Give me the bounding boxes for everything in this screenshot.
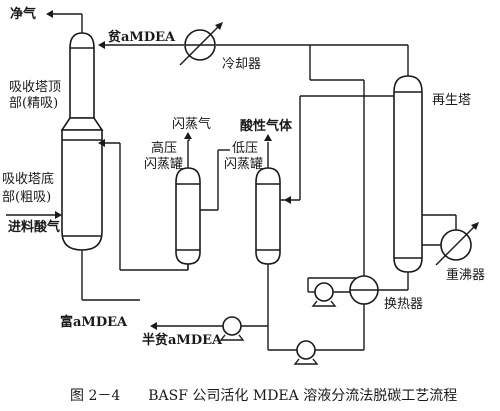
regen-bottom-line [378, 272, 409, 291]
cooler-label: 冷却器 [222, 57, 261, 72]
semi-lean-mdea-label: 半贫aMDEA [142, 332, 223, 348]
feed-gas-line [6, 211, 62, 219]
absorber-top-label: 吸收塔顶 [9, 80, 61, 95]
acid-gas-label: 酸性气体 [240, 118, 293, 134]
lp-flash-label-2: 闪蒸罐 [224, 157, 263, 172]
lean-mdea-line [98, 41, 409, 78]
rich-mdea-label: 富aMDEA [60, 314, 128, 330]
pump-lean [307, 277, 356, 307]
rich-mdea-line [81, 262, 140, 301]
hp-flash-label: 高压 [151, 140, 177, 156]
flash-vapor-line [184, 132, 192, 168]
cooler [179, 22, 223, 66]
acid-gas-line [264, 134, 272, 168]
pump-semi-lean [150, 272, 269, 341]
clean-gas-line [46, 10, 83, 33]
clean-gas-label: 净气 [10, 6, 36, 22]
figure-caption: 图 2－4 BASF 公司活化 MDEA 溶液分流法脱碳工艺流程 [70, 388, 457, 404]
reboiler-label: 重沸器 [446, 267, 485, 283]
reboiler [422, 214, 479, 266]
flash-vapor-label: 闪蒸气 [172, 116, 211, 132]
lean-return-line [309, 45, 365, 276]
absorber-bottom-label: 吸收塔底 [2, 171, 54, 187]
regen-overhead-line [280, 95, 394, 204]
lp-flash-drum [255, 167, 281, 265]
hp-flash-label-2: 闪蒸罐 [144, 157, 183, 172]
feed-gas-label: 进料酸气 [8, 219, 60, 235]
regenerator-label: 再生塔 [432, 93, 471, 108]
absorber-bottom-label-2: 部(粗吸) [2, 190, 51, 205]
hp-flash-drum [175, 167, 201, 265]
regenerator-column [393, 75, 423, 273]
absorber-top-label-2: 部(精吸) [9, 96, 58, 111]
heat-exchanger-label: 换热器 [384, 297, 423, 312]
lp-flash-label: 低压 [232, 141, 258, 156]
heat-exchanger [349, 275, 379, 305]
absorber-column [60, 32, 104, 262]
pump-rich [267, 304, 365, 365]
hp-to-lp-line [187, 149, 230, 270]
lean-mdea-label: 贫aMDEA [108, 29, 176, 45]
